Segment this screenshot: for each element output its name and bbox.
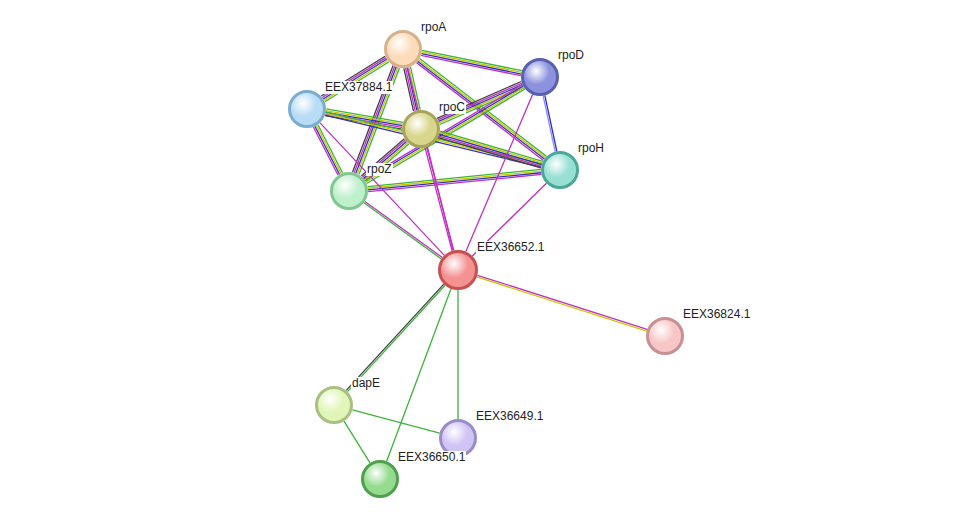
edge-strand [477, 275, 647, 329]
protein-node: EEX36824.1 [646, 317, 684, 355]
edge-strand [439, 134, 542, 164]
node-circle [330, 172, 368, 210]
interaction-edge [361, 139, 409, 181]
node-label: EEX36824.1 [682, 308, 751, 321]
node-label: rpoH [577, 142, 605, 155]
edge-strand [422, 52, 522, 72]
edge-strand [457, 290, 458, 419]
edge-strand [477, 277, 647, 331]
protein-node: rpoH [541, 151, 579, 189]
node-circle [315, 386, 353, 424]
edge-strand [406, 68, 416, 111]
edge-strand [366, 144, 409, 181]
protein-node: rpoD [521, 58, 559, 96]
node-label: EEX36652.1 [476, 241, 545, 254]
edge-strand [365, 86, 523, 181]
interaction-edge [458, 290, 459, 419]
protein-node: EEX36652.1 [438, 250, 478, 290]
node-circle [541, 151, 579, 189]
interaction-edge [477, 275, 647, 331]
interaction-edge [472, 183, 546, 256]
node-label: EEX36650.1 [397, 451, 466, 464]
protein-node: EEX36650.1 [361, 460, 399, 498]
node-circle [521, 58, 559, 96]
edge-strand [427, 147, 454, 250]
edge-strand [368, 174, 541, 191]
edge-strand [545, 95, 557, 151]
interaction-edge [368, 169, 542, 191]
edge-strand [365, 201, 442, 257]
node-circle [646, 317, 684, 355]
protein-node: rpoA [384, 30, 422, 68]
node-label: rpoD [557, 49, 585, 62]
node-circle [288, 90, 326, 128]
node-label: dapE [351, 377, 381, 390]
node-label: EEX37884.1 [324, 81, 393, 94]
node-label: EEX36649.1 [475, 410, 544, 423]
interaction-edge [364, 201, 442, 258]
edge-strand [318, 125, 343, 173]
interaction-edge [466, 94, 533, 251]
node-circle [438, 250, 478, 290]
protein-node: dapE [315, 386, 353, 424]
interaction-edge [325, 109, 403, 129]
edge-strand [368, 173, 541, 190]
edge-strand [347, 285, 445, 391]
edge-strand [365, 143, 408, 180]
edge-strand [346, 284, 444, 390]
interaction-edge [404, 67, 420, 111]
edge-strand [315, 126, 340, 174]
interaction-edge [344, 421, 370, 463]
edge-strand [440, 133, 543, 163]
node-label: rpoZ [366, 163, 393, 176]
interaction-edge [543, 95, 557, 151]
edge-strand [404, 68, 414, 111]
edge-strand [363, 141, 406, 178]
protein-node: rpoZ [330, 172, 368, 210]
edge-strand [440, 131, 543, 161]
edge-strand [361, 139, 404, 176]
edge-strand [362, 140, 405, 177]
node-label: rpoA [420, 21, 447, 34]
protein-node: EEX37884.1 [288, 90, 326, 128]
node-label: rpoC [438, 101, 466, 114]
interaction-edge [437, 81, 524, 124]
edge-strand [313, 127, 338, 175]
node-circle [402, 110, 440, 148]
edge-strand [543, 96, 555, 152]
edge-strand [368, 171, 541, 188]
edge-strand [466, 94, 533, 251]
edge-strand [352, 410, 439, 433]
interaction-edge [321, 56, 388, 102]
node-circle [384, 30, 422, 68]
edge-strand [368, 169, 541, 186]
edge-strand [472, 183, 546, 256]
edge-strand [344, 421, 370, 463]
edge-strand [425, 148, 452, 251]
edge-strand [439, 136, 542, 166]
protein-node: rpoC [402, 110, 440, 148]
edge-strand [438, 138, 541, 168]
edge-strand [422, 50, 522, 70]
node-circle [361, 460, 399, 498]
interaction-edge [438, 131, 542, 168]
interaction-edge [352, 410, 439, 433]
interaction-edge [425, 147, 454, 251]
interaction-edge [346, 284, 445, 391]
